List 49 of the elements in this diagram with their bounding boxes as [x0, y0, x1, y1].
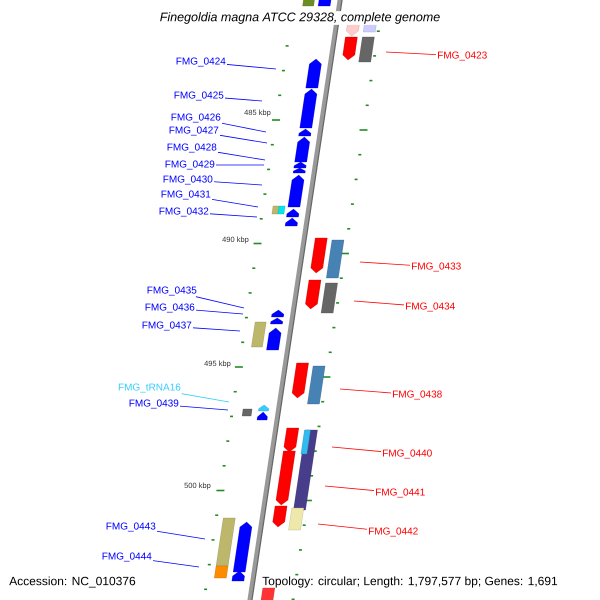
leader-line — [386, 52, 436, 56]
gene-label: FMG_0437 — [142, 322, 192, 330]
leader-line — [212, 198, 258, 208]
leader-line — [218, 152, 266, 160]
leader-line — [220, 134, 268, 144]
gene-label: FMG_0430 — [164, 176, 212, 184]
leader-line — [214, 181, 262, 186]
gene-label: FMG_0431 — [162, 190, 210, 200]
leader-line — [340, 388, 392, 394]
gene-label: FMG_0435 — [148, 286, 196, 296]
gene-label: FMG_0432 — [160, 208, 208, 216]
leader-line — [192, 327, 240, 332]
gene-label: FMG_0439 — [130, 400, 178, 408]
gene-label: FMG_0444 — [102, 552, 152, 562]
gene-label: FMG_0434 — [406, 302, 455, 312]
gene-label: FMG_0438 — [393, 390, 442, 400]
leader-line — [332, 446, 382, 452]
gene-label: FMG_0424 — [176, 58, 226, 66]
leader-line — [196, 310, 244, 314]
leader-line — [180, 406, 228, 410]
genome-info: Topology: circular; Length: 1,797,577 bp; Genes: 1,691 — [262, 576, 558, 588]
gene-label: FMG_0428 — [168, 144, 216, 152]
leader-line — [152, 560, 200, 568]
leader-line — [354, 300, 404, 306]
gene-label: FMG_0442 — [369, 528, 418, 536]
gene-label: FMG_tRNA16 — [118, 384, 180, 392]
leader-line — [210, 213, 258, 218]
leader-line — [181, 393, 230, 402]
gene-label: FMG_0426 — [172, 114, 220, 122]
gene-label: FMG_0423 — [438, 52, 487, 60]
leader-line — [226, 64, 276, 70]
leader-line — [216, 164, 264, 166]
gene-label: FMG_0443 — [106, 522, 156, 532]
leader-line — [324, 486, 374, 491]
leader-line — [318, 524, 368, 530]
leader-line — [156, 530, 206, 540]
gene-label: FMG_0436 — [146, 304, 194, 312]
gene-label: FMG_0433 — [412, 262, 461, 272]
accession-label: Accession: NC_010376 — [9, 576, 136, 588]
gene-label: FMG_0425 — [174, 92, 224, 100]
leader-line — [196, 296, 244, 308]
gene-label: FMG_0427 — [170, 126, 218, 136]
leader-line — [224, 98, 262, 102]
gene-label: FMG_0429 — [166, 160, 214, 170]
gene-label: FMG_0441 — [376, 488, 425, 498]
leader-line — [222, 122, 266, 132]
title: Finegoldia magna ATCC 29328, complete genome — [158, 11, 442, 25]
leader-line — [360, 262, 410, 266]
gene-label: FMG_0440 — [383, 450, 432, 458]
